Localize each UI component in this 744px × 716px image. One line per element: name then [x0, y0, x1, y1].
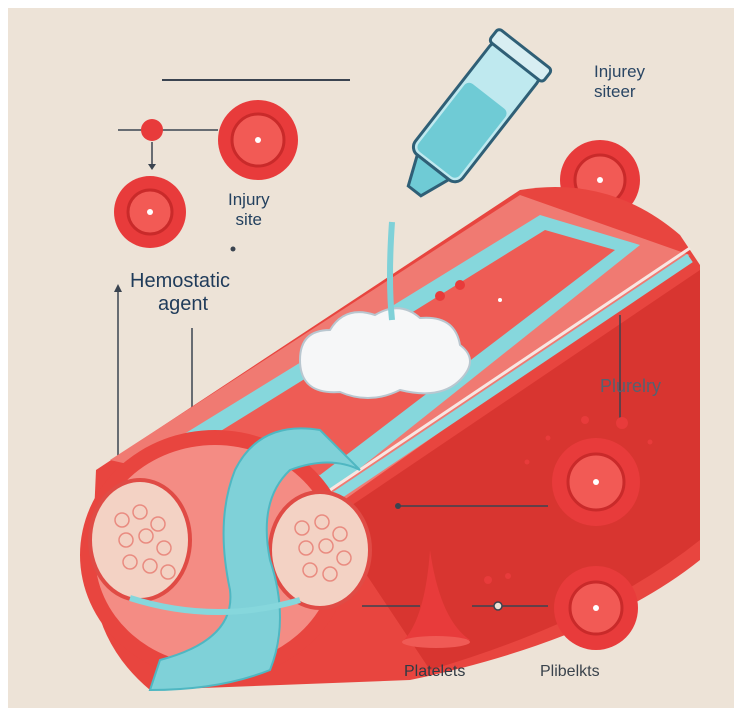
hemostatic-agent-label: Hemostatic agent	[130, 270, 230, 316]
injurey-siteer-label: Injurey siteer	[594, 62, 645, 101]
red-blood-cell-2	[114, 176, 186, 248]
dropper-bottle	[388, 28, 552, 212]
red-blood-cell-1	[218, 100, 298, 180]
dropper-stream	[390, 222, 392, 320]
platelets-label: Platelets	[404, 663, 465, 681]
red-blood-cell-4	[552, 438, 640, 526]
small-blood-cell	[141, 119, 163, 141]
plibelkts-label: Plibelkts	[540, 663, 600, 681]
red-blood-cell-5	[554, 566, 638, 650]
plurelry-label: Plurelry	[600, 376, 661, 397]
injury-site-label: Injury site	[228, 190, 270, 229]
cell-flow-diagram	[114, 100, 298, 248]
